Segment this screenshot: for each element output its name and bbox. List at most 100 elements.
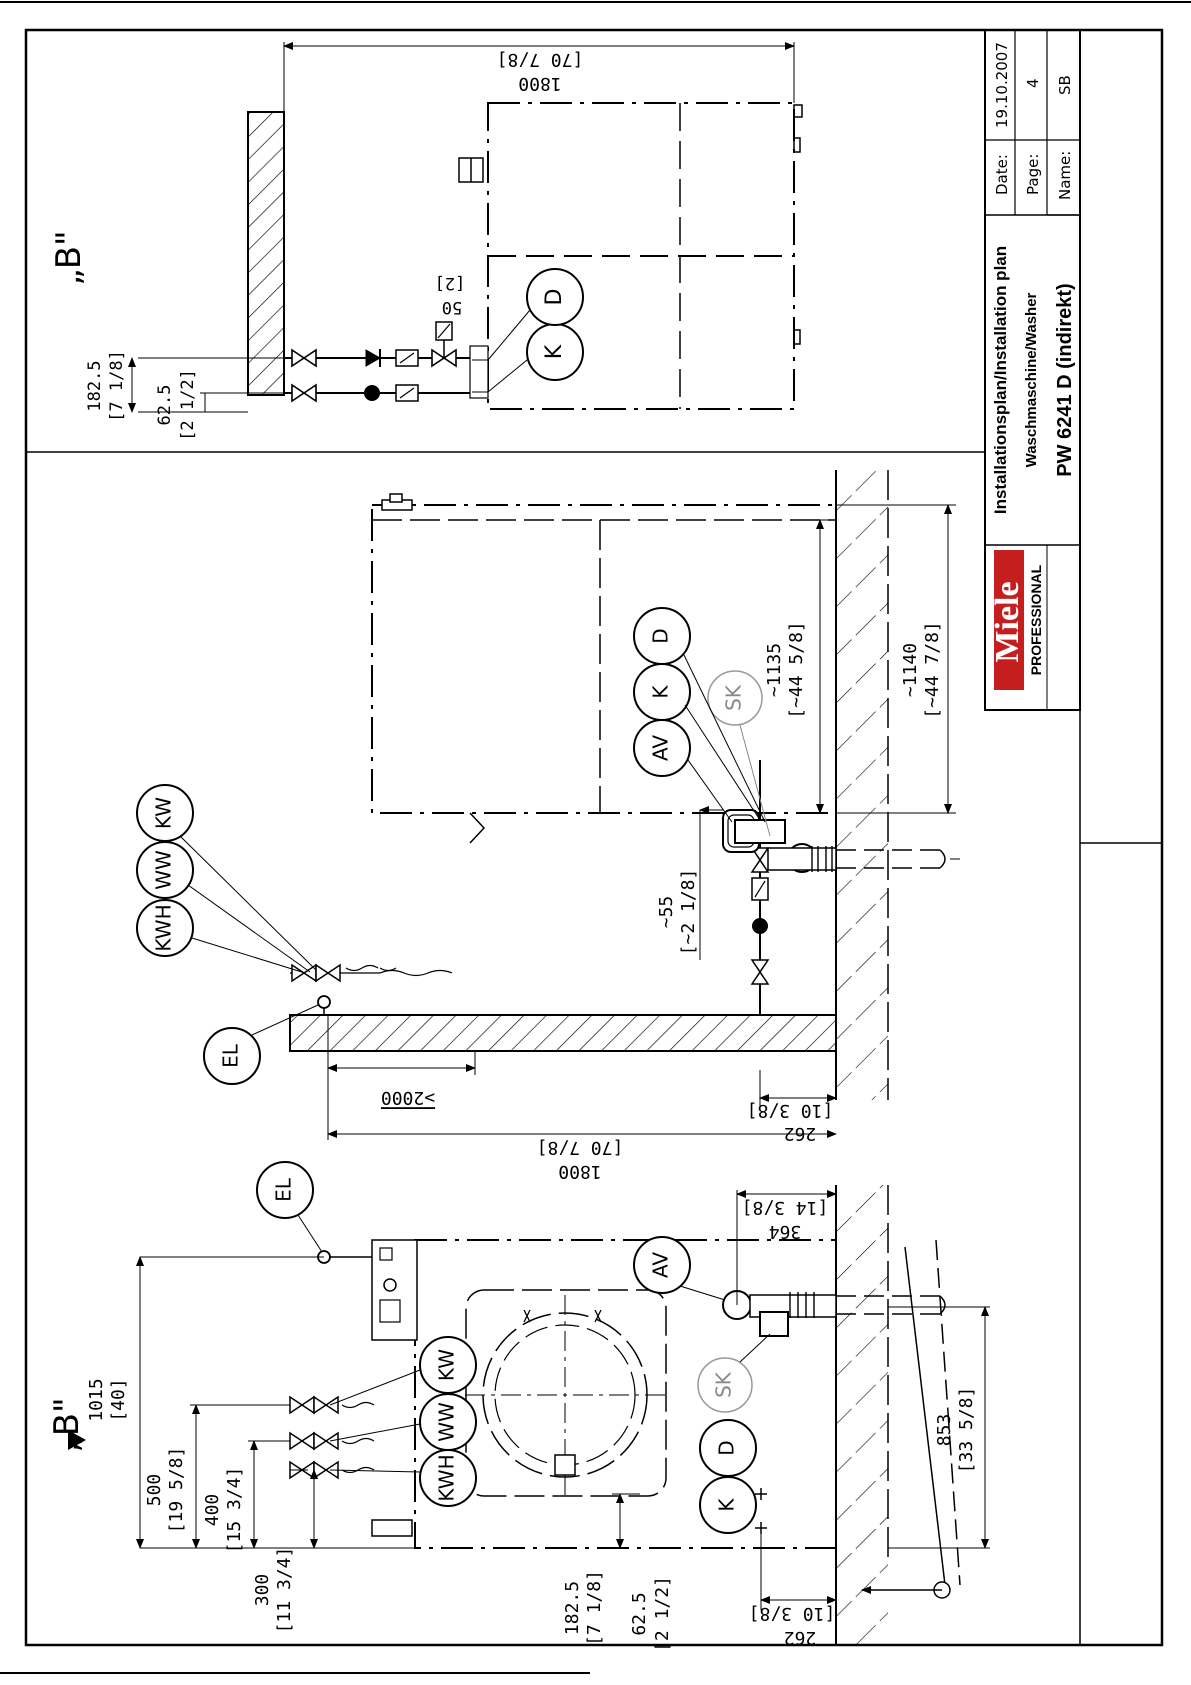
svg-text:SK: SK — [712, 1371, 736, 1398]
svg-text:WW: WW — [152, 850, 176, 890]
svg-text:K: K — [715, 1498, 739, 1512]
front-circle-sk: SK — [697, 1357, 753, 1413]
side-circle-d: D — [633, 607, 691, 665]
svg-text:D: D — [649, 628, 673, 643]
dim-front-62: 62.5 — [629, 1592, 650, 1635]
svg-text:KWH: KWH — [152, 904, 176, 951]
dim-side-1140: ~1140 — [900, 643, 921, 697]
dim-side-55: ~55 — [656, 896, 677, 929]
front-view-machine-outline — [414, 1239, 837, 1549]
dim-side-1140-in: [~44 7/8] — [922, 621, 943, 719]
dim-side-1800: 1800 — [558, 1161, 601, 1182]
dim-top-62-in: [2 1/2] — [178, 369, 198, 441]
dim-front-853-in: [33 5/8] — [956, 1387, 977, 1474]
front-inlet-valves — [289, 1395, 375, 1480]
front-circle-k: K — [699, 1476, 757, 1534]
svg-text:D: D — [542, 289, 567, 306]
top-circle-d: D — [526, 268, 584, 326]
side-circle-sk: SK — [707, 670, 763, 726]
title-block: Miele PROFESSIONAL Installationsplan/Ins… — [984, 29, 1081, 711]
dim-front-262: 262 — [784, 1627, 817, 1648]
front-circle-av: AV — [633, 1236, 691, 1294]
svg-text:WW: WW — [435, 1402, 459, 1442]
dim-front-262-in: [10 3/8] — [749, 1603, 836, 1624]
dim-side-1135: ~1135 — [764, 643, 785, 697]
dim-top-50: 50 — [442, 297, 462, 317]
top-circle-k: K — [526, 323, 584, 381]
front-view-floor — [836, 1185, 888, 1645]
side-view-wall — [289, 1014, 837, 1052]
dim-side-1135-in: [~44 5/8] — [786, 621, 807, 719]
dim-top-1800: 1800 — [518, 73, 561, 94]
svg-text:EL: EL — [272, 1177, 296, 1202]
top-view-b: „B" 50 [2] — [49, 42, 803, 441]
dim-front-182: 182.5 — [562, 1581, 583, 1635]
dim-front-400-in: [15 3/4] — [224, 1467, 245, 1554]
side-circle-ww: WW — [136, 841, 194, 899]
dim-top-182: 182.5 — [85, 360, 105, 411]
dim-front-1015-in: [40] — [108, 1378, 129, 1421]
name-label: Name: — [1056, 151, 1074, 200]
dim-side-2000: >2000 — [381, 1087, 435, 1108]
logo-text: Miele — [989, 581, 1026, 662]
front-circle-el: EL — [256, 1161, 314, 1219]
front-view: „B" — [47, 1161, 990, 1652]
side-circle-k: K — [633, 663, 691, 721]
front-circle-kwh: KWH — [419, 1449, 477, 1507]
name-value: SB — [1056, 75, 1074, 95]
svg-text:KW: KW — [435, 1349, 459, 1381]
dim-top-1800-in: [70 7/8] — [497, 49, 584, 70]
dim-side-262-in: [10 3/8] — [747, 1100, 834, 1121]
dim-front-62-in: [2 1/2] — [652, 1576, 673, 1652]
side-circle-kw: KW — [136, 784, 194, 842]
logo-subtext: PROFESSIONAL — [1028, 564, 1044, 675]
svg-text:K: K — [649, 685, 673, 699]
side-view: [70 7/8] 1800 >2000 [10 3/8] 262 ~55 [~2… — [136, 470, 960, 1182]
dim-top-62: 62.5 — [155, 385, 175, 426]
dim-front-500: 500 — [144, 1474, 165, 1507]
dim-front-500-in: [19 5/8] — [166, 1447, 187, 1534]
dim-front-853: 853 — [934, 1414, 955, 1447]
dim-front-300: 300 — [252, 1574, 273, 1607]
side-circle-kwh: KWH — [136, 899, 194, 957]
side-view-machine-outline — [371, 504, 837, 814]
page-label: Page: — [1024, 154, 1042, 195]
side-view-floor — [836, 470, 888, 1100]
dim-front-364: 364 — [769, 1221, 802, 1242]
svg-text:EL: EL — [219, 1043, 243, 1068]
dim-side-1800-in: [70 7/8] — [537, 1137, 624, 1158]
date-value: 19.10.2007 — [993, 42, 1011, 128]
dim-side-55-in: [~2 1/8] — [678, 869, 699, 956]
date-label: Date: — [993, 154, 1011, 195]
dim-front-182-in: [7 1/8] — [584, 1570, 605, 1646]
side-circle-av: AV — [633, 719, 691, 777]
view-arrow-icon — [68, 1430, 86, 1450]
front-circle-d: D — [699, 1419, 757, 1477]
dim-top-182-in: [7 1/8] — [107, 350, 127, 422]
side-circle-el: EL — [203, 1027, 261, 1085]
dim-front-300-in: [11 3/4] — [274, 1547, 295, 1634]
svg-text:AV: AV — [649, 1252, 673, 1278]
dim-front-400: 400 — [202, 1494, 223, 1527]
front-circle-ww: WW — [419, 1393, 477, 1451]
svg-text:K: K — [542, 344, 567, 359]
title-line-1: Installationsplan/Installation plan — [991, 246, 1010, 514]
front-circle-kw: KW — [419, 1336, 477, 1394]
miele-logo: Miele PROFESSIONAL — [989, 550, 1044, 690]
view-marker-top: „B" — [49, 230, 89, 285]
title-line-2: Waschmaschine/Washer — [1023, 292, 1040, 467]
svg-text:D: D — [715, 1440, 739, 1455]
dim-front-364-in: [14 3/8] — [742, 1197, 829, 1218]
title-line-3: PW 6241 D (indirekt) — [1054, 283, 1076, 476]
dim-front-1015: 1015 — [86, 1378, 107, 1421]
svg-text:AV: AV — [649, 735, 673, 761]
svg-text:SK: SK — [722, 684, 746, 711]
svg-text:KWH: KWH — [435, 1454, 459, 1501]
view-marker-front: „B" — [47, 1397, 87, 1452]
dim-top-50-in: [2] — [435, 273, 466, 293]
top-view-wall — [247, 111, 285, 396]
dim-side-262: 262 — [784, 1123, 817, 1144]
page-value: 4 — [1024, 78, 1042, 88]
